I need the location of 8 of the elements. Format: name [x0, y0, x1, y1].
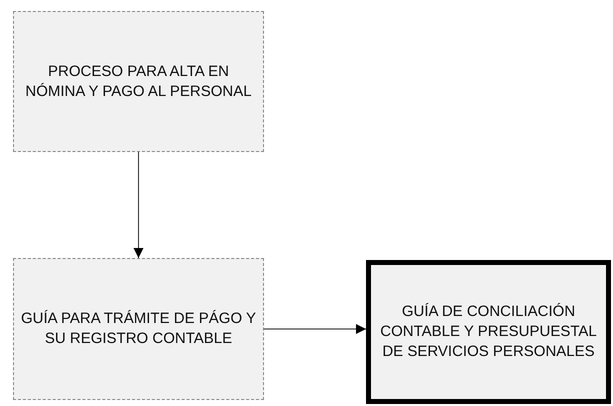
- box-text: PROCESO PARA ALTA EN NÓMINA Y PAGO AL PERSONAL: [24, 62, 253, 102]
- arrow: [264, 324, 366, 334]
- box-text: GUÍA PARA TRÁMITE DE PÁGO Y SU REGISTRO CONTABLE: [20, 309, 258, 349]
- process-box: [13, 258, 264, 400]
- box-text: GUÍA DE CONCILIACIÓN CONTABLE Y PRESUPUESTAL DE SERVICIOS PERSONALES: [379, 302, 598, 362]
- process-box: [13, 11, 264, 152]
- arrow: [134, 152, 144, 258]
- process-box: [366, 260, 611, 404]
